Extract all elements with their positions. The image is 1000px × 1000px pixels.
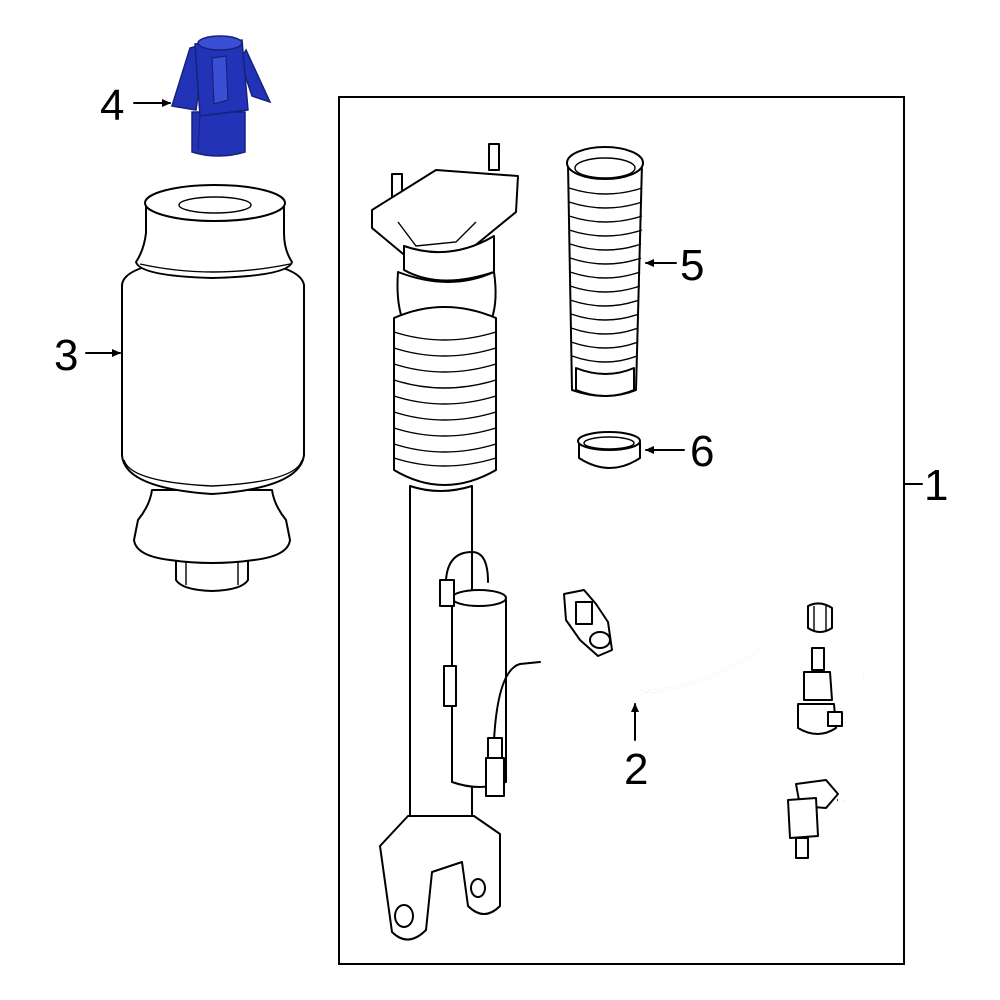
assembly-frame	[338, 96, 905, 965]
part-1-strut[interactable]	[371, 143, 541, 941]
callout-4: 4	[100, 81, 124, 130]
callout-5: 5	[680, 241, 704, 290]
callout-1: 1	[924, 461, 948, 510]
part-5-dust-boot[interactable]	[566, 146, 644, 397]
leader-lines	[85, 99, 923, 741]
callout-6: 6	[690, 427, 714, 476]
part-2-sensor-cable[interactable]	[563, 589, 866, 859]
part-6-ring[interactable]	[577, 431, 641, 469]
part-4-bump-stop[interactable]	[171, 35, 272, 157]
callout-3: 3	[54, 331, 78, 380]
callout-2: 2	[624, 745, 648, 794]
part-3-air-spring[interactable]	[121, 184, 305, 592]
